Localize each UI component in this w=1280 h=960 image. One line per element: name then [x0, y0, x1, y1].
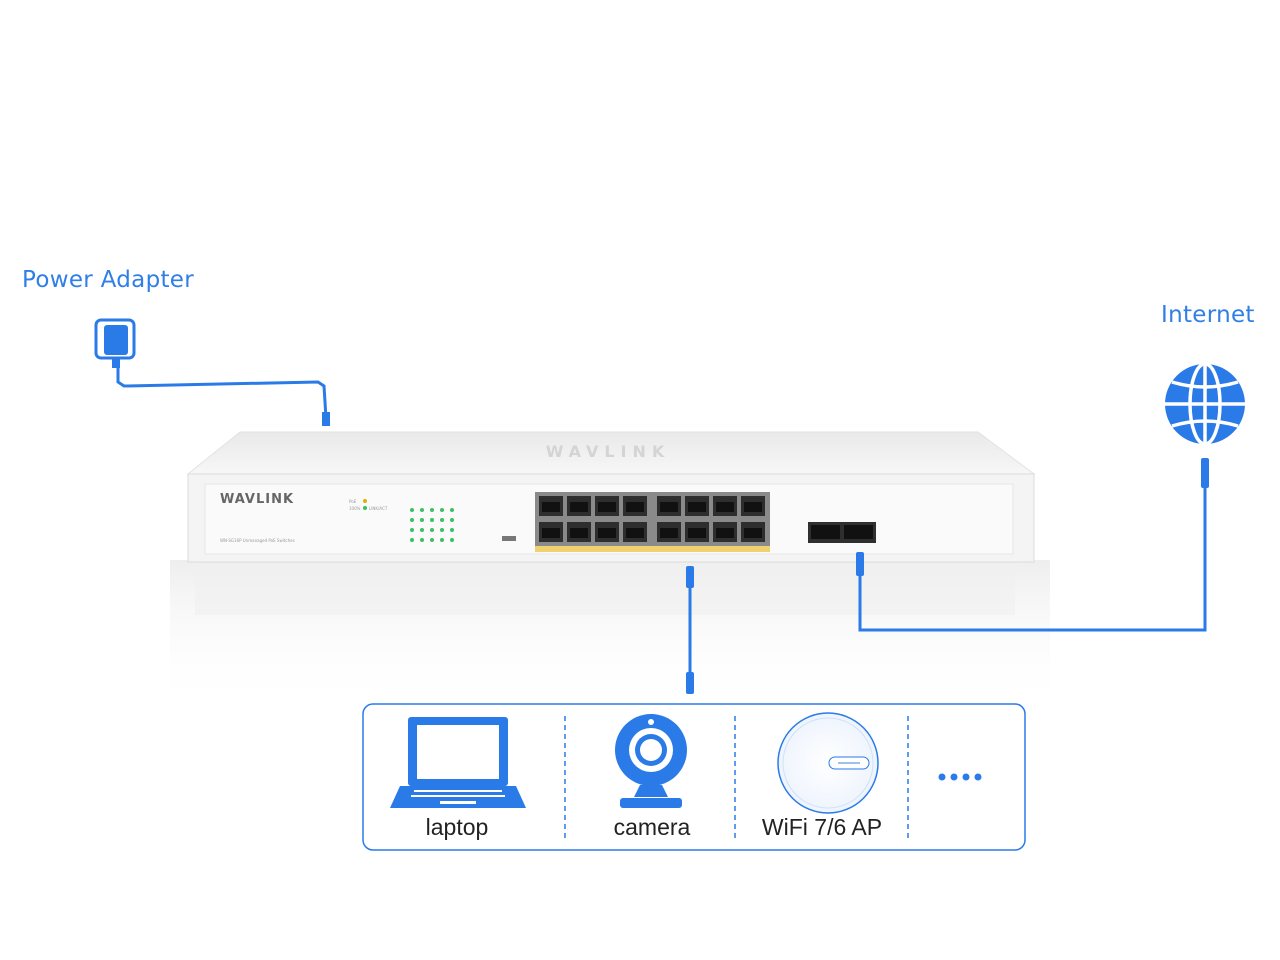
- ethernet-port-socket: [570, 502, 588, 512]
- status-led: [440, 518, 444, 522]
- sfp-ports: [808, 522, 876, 543]
- status-led: [410, 518, 414, 522]
- internet-cable: [858, 468, 1207, 632]
- ethernet-port-socket: [570, 528, 588, 538]
- status-led: [420, 528, 424, 532]
- status-led: [450, 518, 454, 522]
- status-led: [410, 508, 414, 512]
- status-led: [440, 508, 444, 512]
- status-led: [410, 528, 414, 532]
- downlink-plug-bottom: [686, 672, 694, 694]
- ethernet-port-socket: [744, 528, 762, 538]
- status-led: [440, 528, 444, 532]
- status-led: [430, 508, 434, 512]
- ethernet-port-socket: [598, 528, 616, 538]
- reset-button: [502, 536, 516, 541]
- status-led: [450, 528, 454, 532]
- status-led: [450, 508, 454, 512]
- svg-text:100%: 100%: [349, 506, 361, 511]
- ethernet-port-socket: [688, 528, 706, 538]
- device-dividers: [564, 716, 909, 838]
- ethernet-port-socket: [626, 502, 644, 512]
- ethernet-port-socket: [660, 502, 678, 512]
- ethernet-port-socket: [542, 502, 560, 512]
- status-led: [430, 538, 434, 542]
- device-label-ap: WiFi 7/6 AP: [761, 814, 883, 840]
- access-point-icon: [777, 712, 879, 814]
- status-led: [430, 528, 434, 532]
- device-label-laptop: laptop: [425, 814, 489, 840]
- ethernet-port-socket: [626, 528, 644, 538]
- power-cable: [116, 368, 328, 419]
- laptop-icon: [390, 717, 526, 808]
- ethernet-port-socket: [660, 528, 678, 538]
- svg-text:PoE: PoE: [349, 499, 357, 504]
- sfp-cable-plug: [856, 552, 864, 576]
- ethernet-port-socket: [542, 528, 560, 538]
- ethernet-ports: [539, 496, 765, 542]
- poe-strip: [535, 546, 770, 552]
- camera-icon: [615, 714, 687, 808]
- status-led: [410, 538, 414, 542]
- switch-model-text: WN-SG16P Unmanaged PoE Switches: [220, 538, 295, 543]
- downlink-plug-top: [686, 566, 694, 588]
- status-led: [420, 538, 424, 542]
- ethernet-port-socket: [688, 502, 706, 512]
- switch-brand-logo: WAVLINK: [220, 492, 294, 507]
- device-label-camera: camera: [613, 814, 691, 840]
- status-led: [420, 518, 424, 522]
- internet-globe-icon: [1165, 362, 1245, 446]
- internet-cable-plug: [1201, 458, 1209, 488]
- power-adapter-icon: [94, 318, 136, 368]
- switch-top-logo: WAVLINK: [546, 442, 671, 461]
- power-adapter-label: Power Adapter: [22, 267, 194, 293]
- ethernet-port-socket: [716, 502, 734, 512]
- status-led: [450, 538, 454, 542]
- status-led: [430, 518, 434, 522]
- more-dots-icon: [938, 773, 982, 781]
- switch-status-leds: [410, 508, 454, 542]
- status-led: [420, 508, 424, 512]
- power-plug: [322, 412, 330, 426]
- svg-text:LINK/ACT: LINK/ACT: [369, 506, 388, 511]
- status-led: [440, 538, 444, 542]
- internet-label: Internet: [1161, 302, 1255, 328]
- ethernet-port-socket: [716, 528, 734, 538]
- ethernet-port-socket: [744, 502, 762, 512]
- switch-led-legend: PoE 100% LINK/ACT: [349, 499, 388, 511]
- ethernet-port-socket: [598, 502, 616, 512]
